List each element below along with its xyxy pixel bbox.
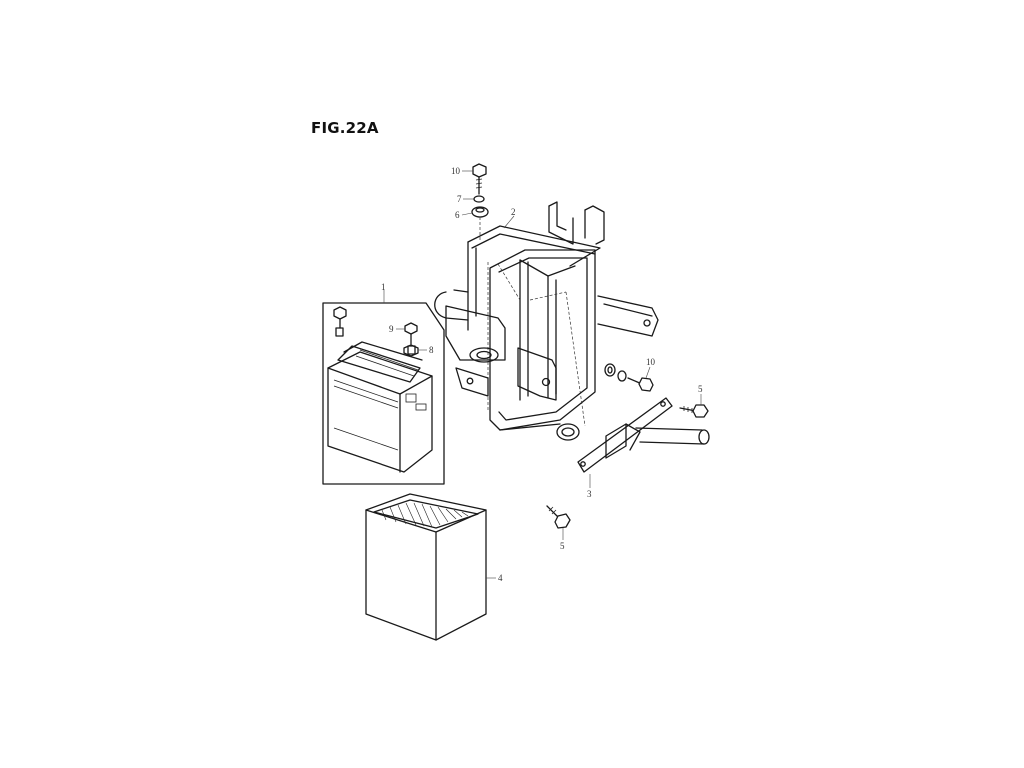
callout-6: 6 — [455, 210, 460, 220]
callout-5-right: 5 — [698, 384, 703, 394]
callout-3: 3 — [587, 489, 592, 499]
terminal-bolt-left — [333, 306, 347, 329]
terminal-bolt-9 — [404, 322, 418, 345]
battery-assembly-frame — [322, 302, 445, 485]
callout-10-right: 10 — [646, 357, 656, 367]
bolt-5-bottom — [546, 505, 571, 529]
callout-9: 9 — [389, 324, 394, 334]
callout-8: 8 — [429, 345, 434, 355]
nut-6 — [471, 206, 489, 240]
callout-10-top: 10 — [451, 166, 461, 176]
battery — [327, 327, 433, 473]
terminal-nut-8 — [403, 344, 419, 357]
bolt-10-top — [472, 163, 487, 195]
battery-box-bracket — [434, 201, 659, 441]
callout-1: 1 — [381, 282, 386, 292]
mount-plate-bracket — [577, 397, 710, 473]
bolt-10-right — [604, 363, 654, 392]
battery-case — [365, 493, 487, 641]
leader-lines — [383, 170, 702, 579]
bolt-5-right — [679, 404, 709, 418]
callout-4: 4 — [498, 573, 503, 583]
callout-5-bottom: 5 — [560, 541, 565, 551]
callout-2: 2 — [511, 207, 516, 217]
callout-7: 7 — [457, 194, 462, 204]
washer-7 — [473, 195, 485, 203]
figure-title: FIG.22A — [311, 119, 379, 137]
